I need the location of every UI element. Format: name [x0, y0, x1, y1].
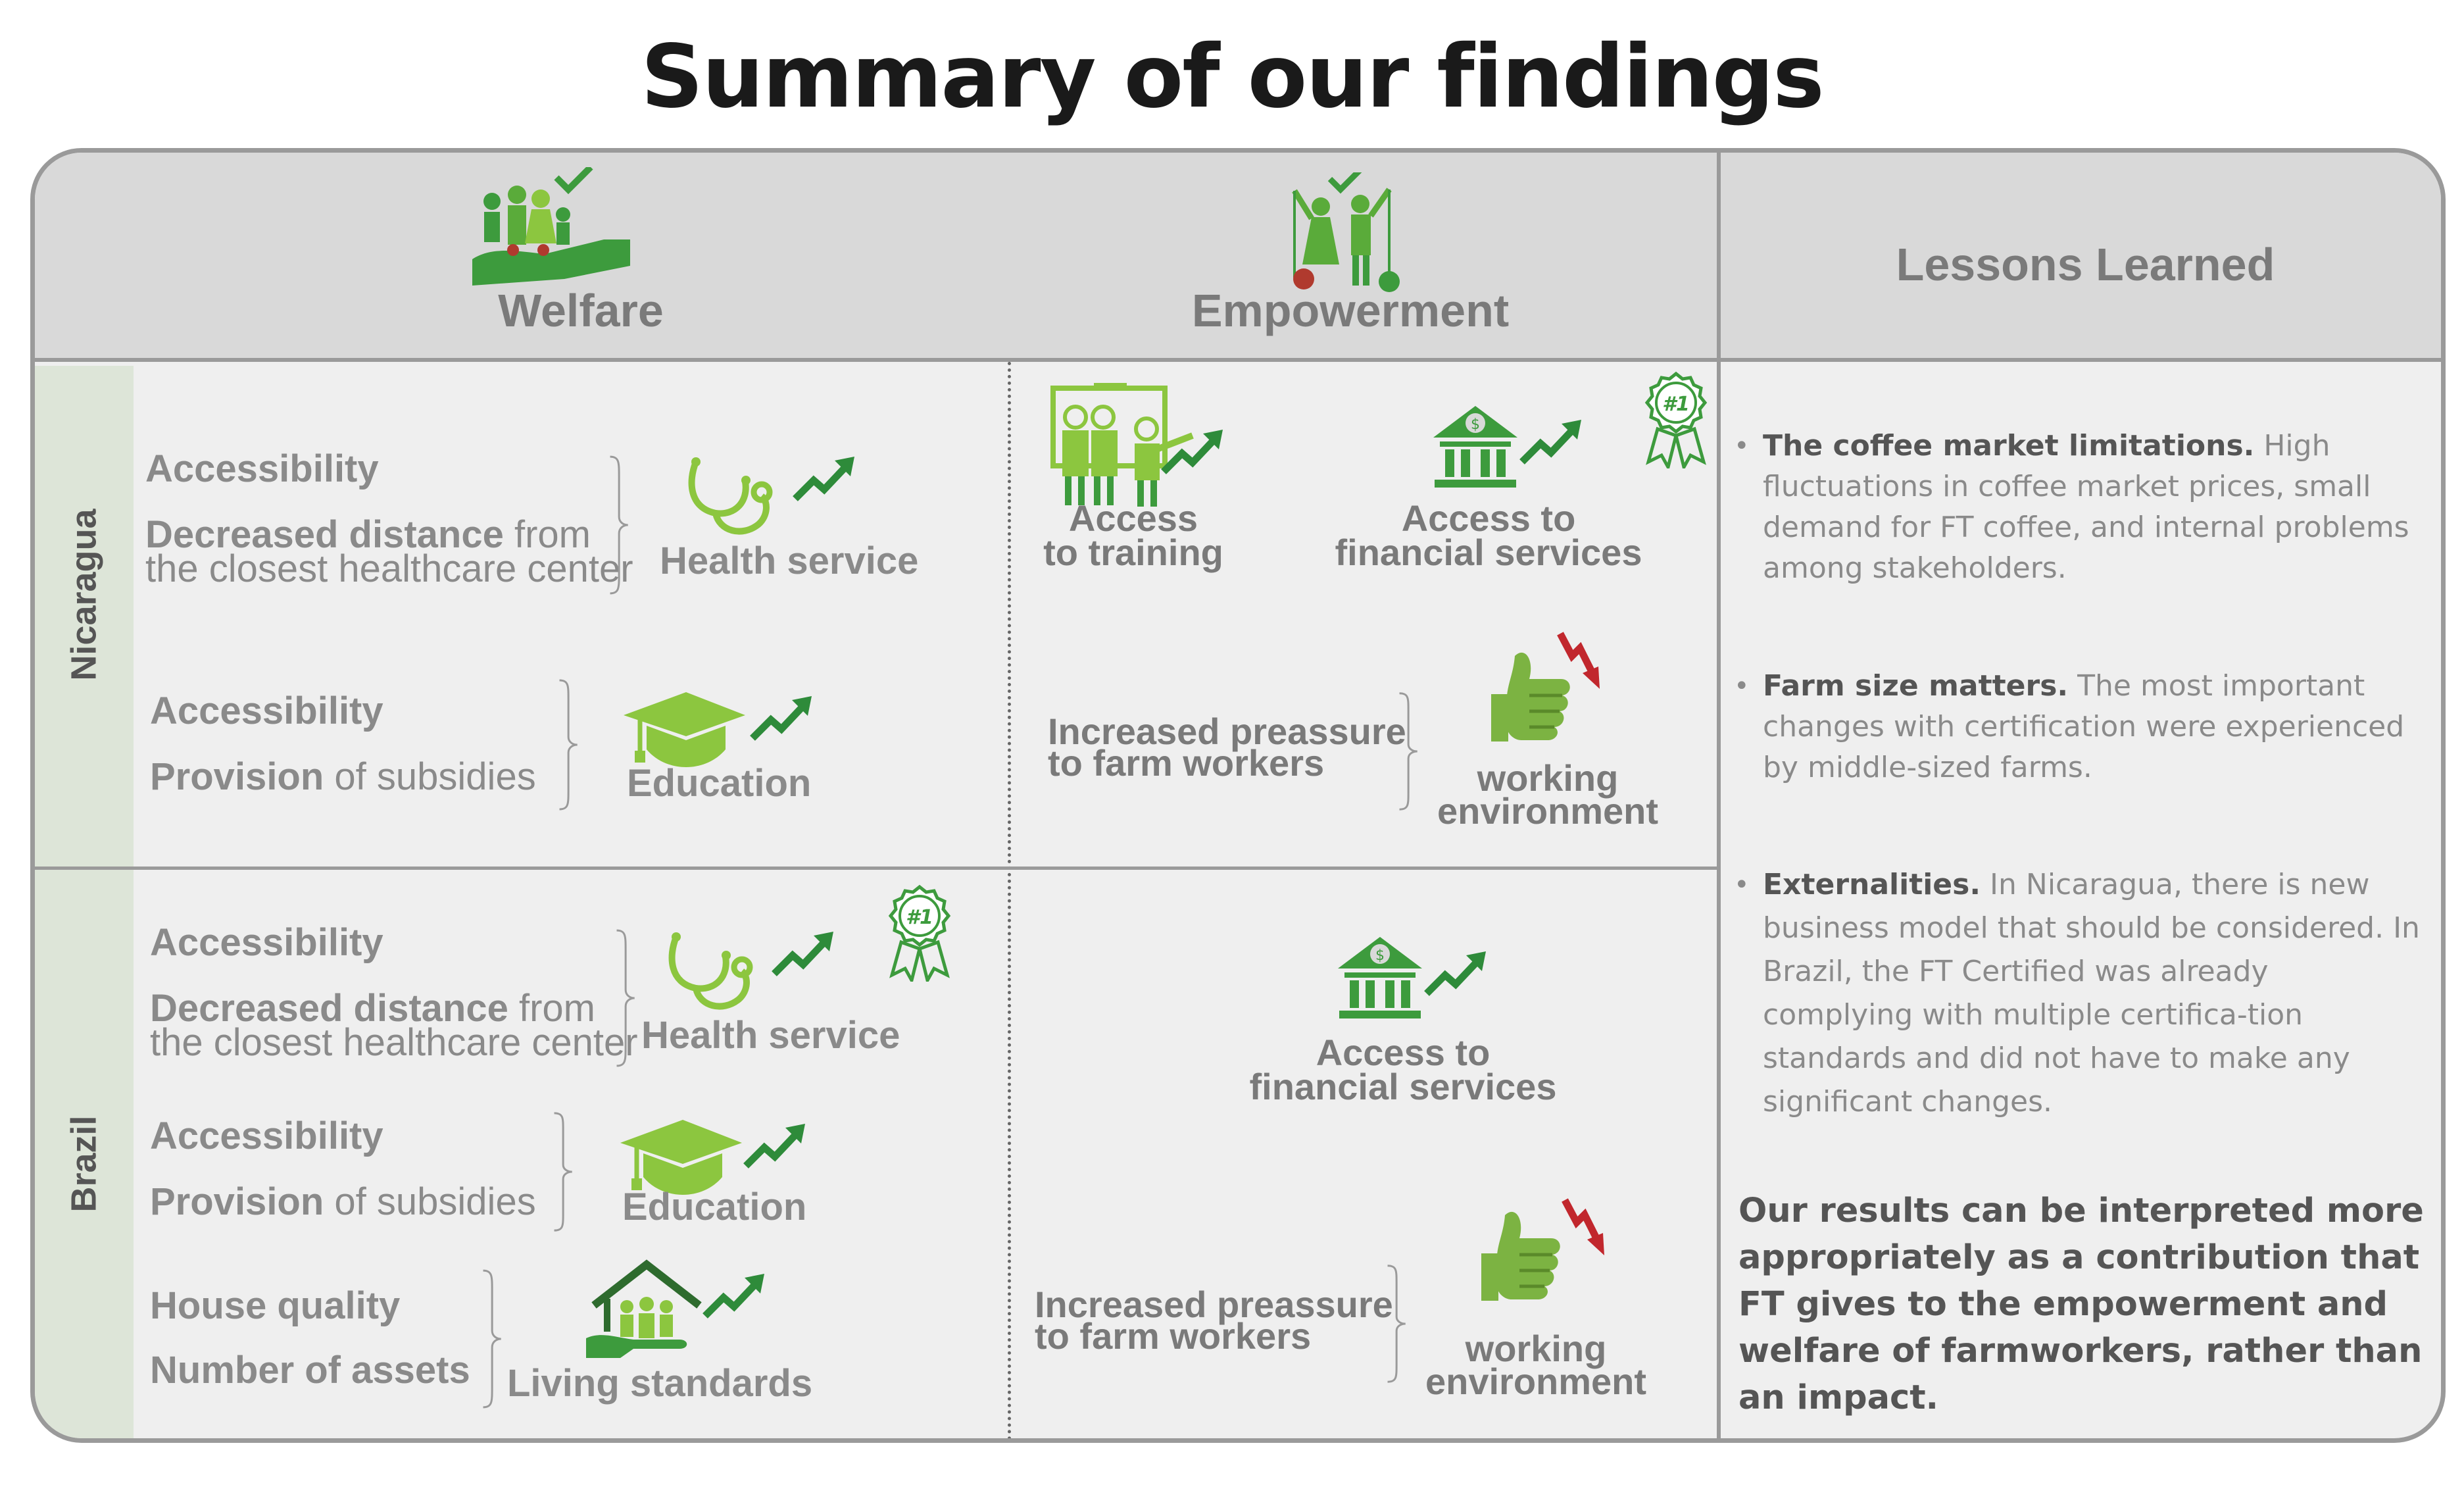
bra-health-line2: Decreased distance from	[150, 987, 595, 1030]
bra-workenv-line2: environment	[1425, 1361, 1647, 1402]
bra-workenv-line1: working	[1465, 1328, 1607, 1369]
dotted-divider	[1008, 362, 1011, 1438]
nic-training-line1: Access	[1068, 497, 1198, 539]
nic-edu-label: Education	[627, 762, 812, 805]
lesson-item: • Farm size matters. The most important …	[1734, 666, 2421, 788]
bra-living-label: Living standards	[507, 1362, 813, 1405]
rank-badge-icon	[1637, 370, 1715, 468]
bank-icon	[1429, 399, 1521, 491]
bra-living-line2: Number of assets	[150, 1349, 470, 1392]
nic-financial-line1: Access to	[1401, 497, 1576, 539]
page-title: Summary of our findings	[641, 26, 1825, 128]
bra-health-label: Health service	[641, 1014, 900, 1057]
lesson-item: • The coffee market limitations. High fl…	[1734, 426, 2421, 589]
bullet: •	[1734, 870, 1750, 900]
nic-edu-line2: Provision of subsidies	[150, 755, 536, 798]
nic-training-line2: to training	[1043, 532, 1223, 573]
bra-edu-line1: Accessibility	[150, 1115, 383, 1157]
nic-pressure-line1: Increased preassure	[1048, 711, 1406, 752]
empowerment-icon	[1281, 172, 1413, 297]
rank-badge-icon	[880, 883, 959, 982]
trend-up-icon	[770, 928, 836, 980]
bra-financial-line1: Access to	[1316, 1032, 1491, 1073]
stethoscope-icon	[663, 930, 762, 1016]
trend-up-icon	[701, 1270, 767, 1322]
summary-table: Welfare Empowerment Lessons Learned Nica…	[30, 148, 2446, 1443]
nic-health-line2: Decreased distance from	[145, 513, 591, 556]
thumbs-up-icon	[1479, 1202, 1564, 1301]
stethoscope-icon	[683, 455, 781, 541]
nic-health-label: Health service	[660, 540, 919, 582]
bra-edu-line2: Provision of subsidies	[150, 1180, 536, 1223]
table-header	[35, 153, 2441, 362]
bra-pressure-line1: Increased preassure	[1035, 1284, 1393, 1325]
nic-pressure-line2: to farm workers	[1048, 742, 1325, 784]
trend-up-icon	[749, 692, 814, 745]
header-welfare: Welfare	[498, 285, 664, 336]
bra-health-line3: the closest healthcare center	[150, 1021, 638, 1064]
house-family-icon	[581, 1259, 712, 1365]
trend-up-icon	[791, 453, 857, 505]
lesson-item: • Externalities. In Nicaragua, there is …	[1734, 863, 2421, 1124]
trend-down-icon	[1551, 630, 1604, 695]
nic-health-line1: Accessibility	[145, 447, 379, 490]
brace	[614, 929, 636, 1067]
bra-living-line1: House quality	[150, 1284, 401, 1327]
row-label-bg-nicaragua	[35, 366, 134, 867]
conclusion-text: Our results can be interpreted more appr…	[1738, 1192, 2424, 1417]
column-divider	[1717, 153, 1721, 1438]
bullet: •	[1734, 431, 1750, 461]
trend-down-icon	[1556, 1196, 1608, 1262]
bra-financial-line2: financial services	[1249, 1066, 1557, 1107]
nic-workenv-line2: environment	[1437, 790, 1659, 832]
trend-up-icon	[1160, 426, 1225, 478]
row-label-bg-brazil	[35, 870, 134, 1438]
bra-health-line1: Accessibility	[150, 921, 383, 964]
nic-edu-line1: Accessibility	[150, 690, 383, 732]
brace	[551, 1112, 574, 1232]
header-lessons: Lessons Learned	[1896, 239, 2275, 290]
bank-icon	[1334, 930, 1426, 1022]
nic-financial-line2: financial services	[1335, 532, 1642, 573]
brace	[480, 1269, 503, 1409]
nic-workenv-line1: working	[1477, 757, 1619, 799]
brace	[607, 455, 629, 595]
header-empowerment: Empowerment	[1191, 285, 1510, 336]
brace	[556, 679, 579, 811]
welfare-icon	[466, 167, 637, 292]
trend-up-icon	[1423, 947, 1489, 1000]
trend-up-icon	[742, 1120, 808, 1172]
trend-up-icon	[1518, 416, 1584, 468]
bra-edu-label: Education	[622, 1186, 807, 1228]
bullet: •	[1734, 671, 1750, 701]
row-divider	[35, 867, 1717, 870]
bra-pressure-line2: to farm workers	[1035, 1315, 1312, 1357]
nic-health-line3: the closest healthcare center	[145, 547, 633, 590]
